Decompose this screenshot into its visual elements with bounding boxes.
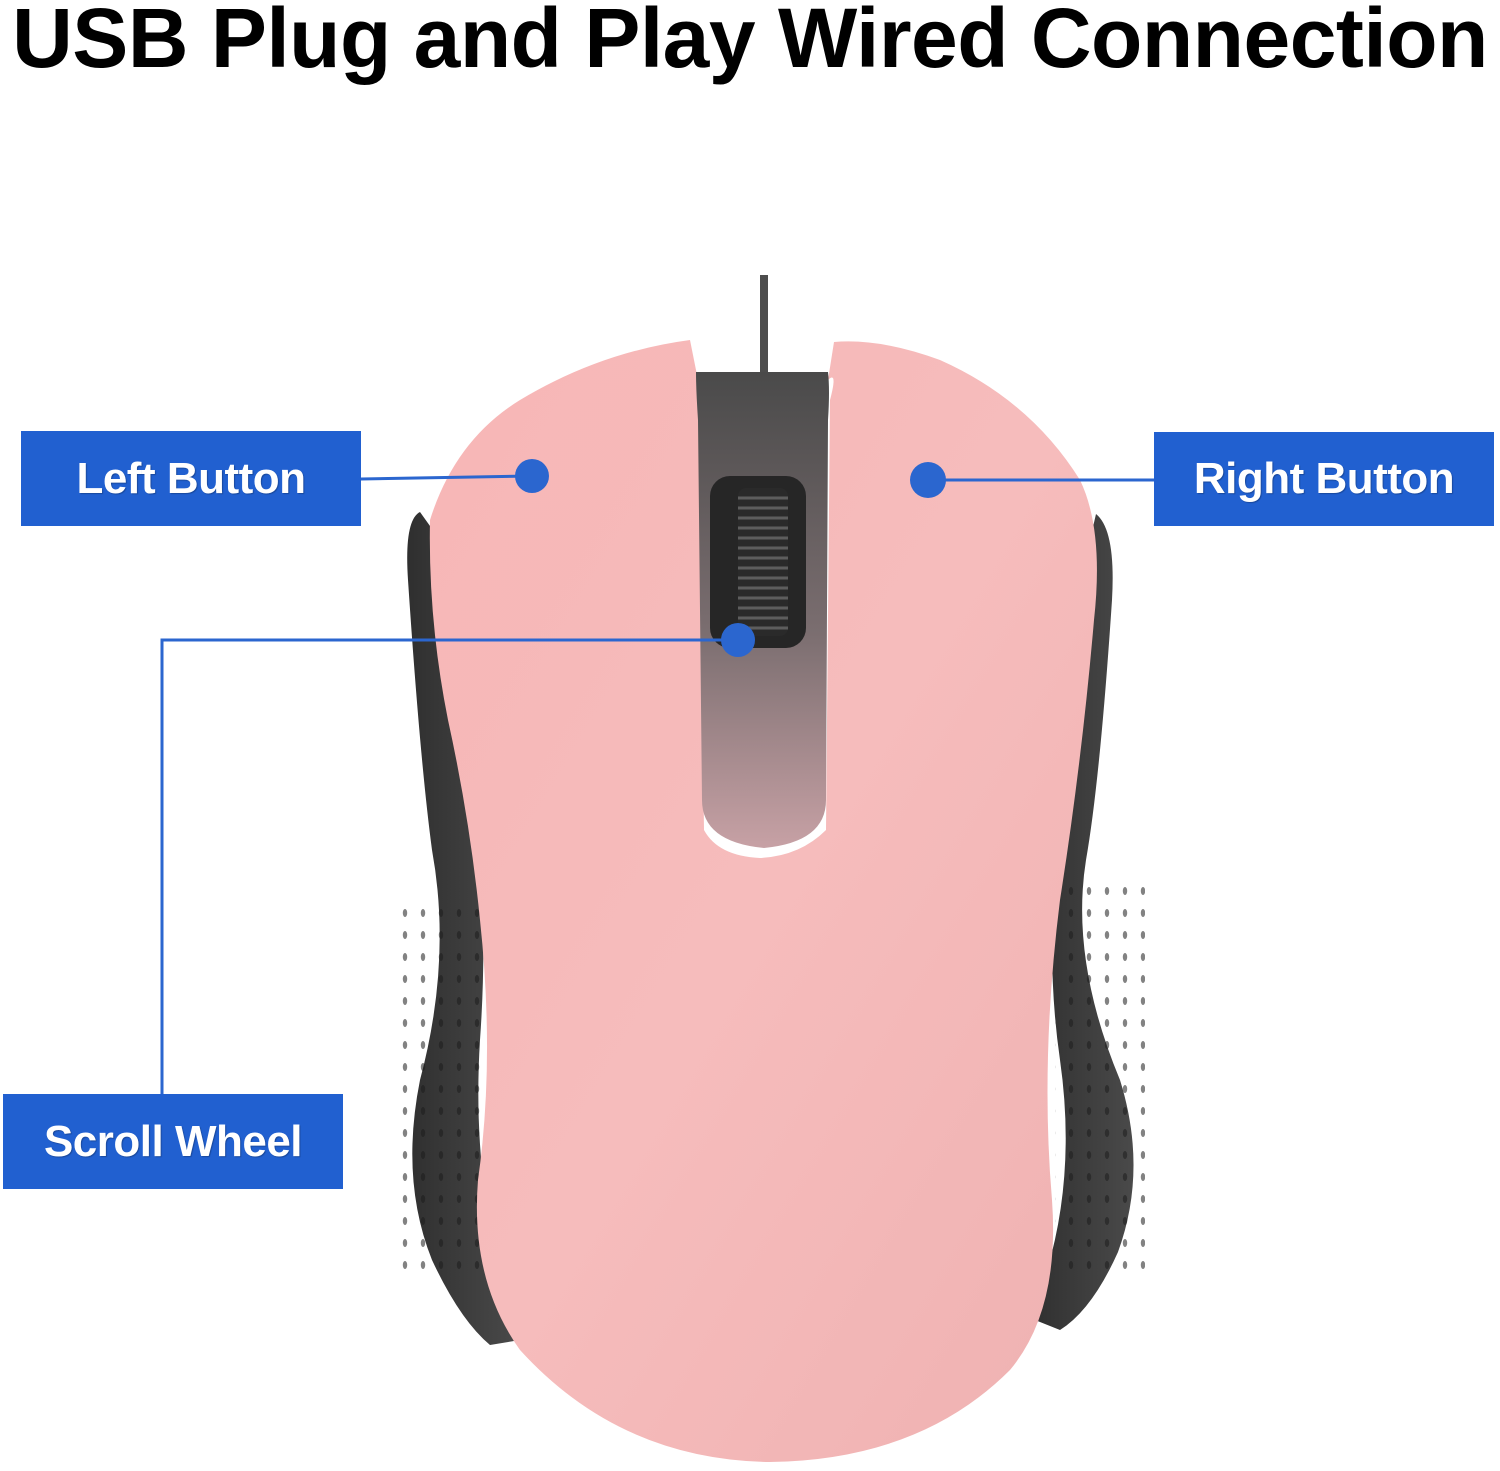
scroll-wheel-dot (721, 623, 755, 657)
right-grip-texture (1055, 880, 1145, 1280)
page-title: USB Plug and Play Wired Connection (12, 0, 1488, 85)
right-button-dot (910, 462, 946, 498)
left-grip-texture (395, 900, 485, 1280)
mouse-shell (429, 340, 1097, 1462)
scroll-wheel-label: Scroll Wheel (3, 1094, 343, 1189)
left-button-leader (360, 474, 533, 481)
left-button-dot (515, 459, 549, 493)
scroll-wheel-icon (738, 488, 788, 636)
right-button-label: Right Button (1154, 432, 1494, 526)
left-button-label: Left Button (21, 431, 361, 526)
scroll-wheel-leader (160, 638, 738, 1094)
